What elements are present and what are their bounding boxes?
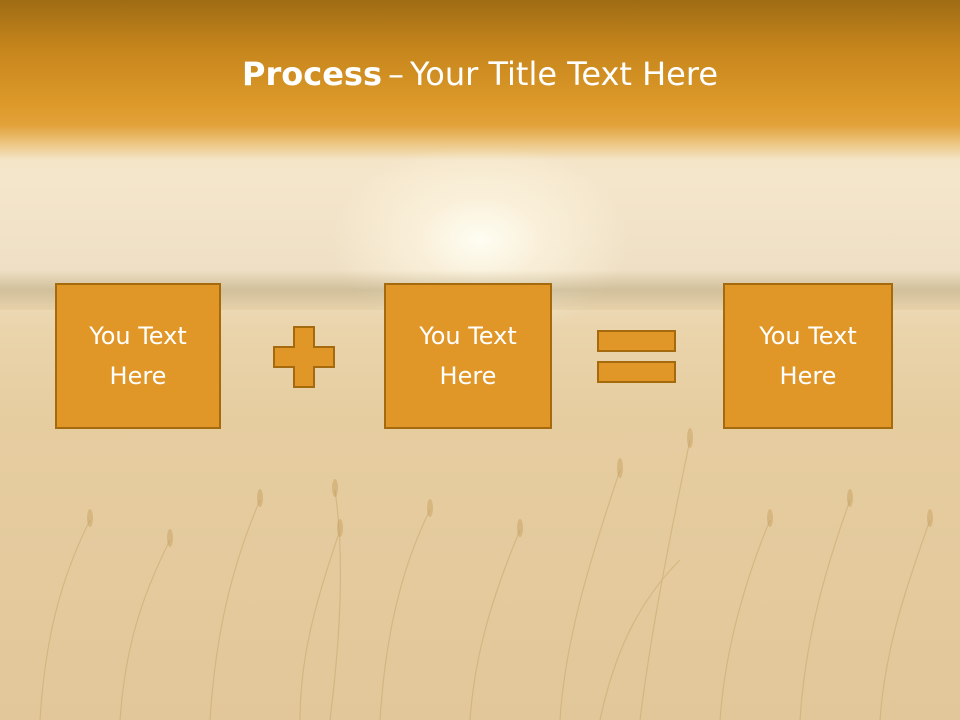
process-box-2: You Text Here <box>384 283 552 429</box>
process-box-1-label: You Text Here <box>89 322 187 390</box>
title-bar <box>0 0 960 160</box>
equals-icon <box>597 330 676 383</box>
title-rest: Your Title Text Here <box>409 55 718 93</box>
title-dash: – <box>387 55 404 93</box>
process-box-2-label: You Text Here <box>419 322 517 390</box>
title-bold: Process <box>242 55 382 93</box>
process-box-3: You Text Here <box>723 283 893 429</box>
slide-title: Process–Your Title Text Here <box>0 52 960 96</box>
process-box-3-label: You Text Here <box>759 322 857 390</box>
process-box-1: You Text Here <box>55 283 221 429</box>
plus-icon <box>273 326 335 388</box>
